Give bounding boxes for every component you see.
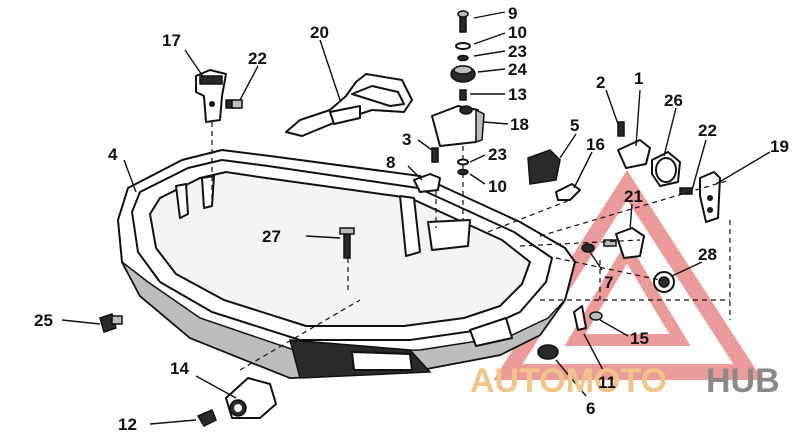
- callout-28: 28: [698, 245, 717, 264]
- callout-3: 3: [402, 130, 411, 149]
- callout-23-mid: 23: [488, 145, 507, 164]
- screw-27: [339, 227, 355, 259]
- callout-13: 13: [508, 85, 527, 104]
- screw-25: [99, 313, 123, 333]
- screw-22-left: [225, 99, 243, 109]
- callout-15: 15: [630, 329, 649, 348]
- parts-15-11-6: [537, 305, 603, 360]
- watermark-text-hub: HUB: [706, 362, 780, 400]
- callout-19: 19: [770, 137, 789, 156]
- callout-14: 14: [170, 359, 189, 378]
- shift-lever: [285, 73, 413, 137]
- callout-10-mid: 10: [488, 177, 507, 196]
- callout-21: 21: [624, 187, 643, 206]
- watermark-logo: AUTOMOTO HUB: [470, 362, 780, 400]
- callout-27: 27: [262, 227, 281, 246]
- screw-3-clip-8: [413, 147, 441, 193]
- callout-7: 7: [604, 273, 613, 292]
- callout-22-left: 22: [248, 49, 267, 68]
- callout-10-top: 10: [508, 23, 527, 42]
- callout-17: 17: [162, 31, 181, 50]
- callout-18: 18: [510, 115, 529, 134]
- callout-labels: 9 10 23 24 13 18 23 10 3 8 17 22 20 4 27…: [34, 4, 789, 434]
- callout-25: 25: [34, 311, 53, 330]
- bracket-14: [196, 377, 277, 427]
- callout-20: 20: [310, 23, 329, 42]
- assembly-lines: [211, 122, 731, 371]
- callout-2: 2: [596, 73, 605, 92]
- lower-cowl: [117, 149, 576, 379]
- grommet-28: [653, 271, 675, 293]
- bracket-17: [195, 69, 227, 123]
- callout-22-right: 22: [698, 121, 717, 140]
- callout-16: 16: [586, 135, 605, 154]
- callout-1: 1: [634, 69, 643, 88]
- watermark-text-automoto: AUTOMOTO: [470, 362, 667, 400]
- callout-4: 4: [108, 145, 118, 164]
- part-1-2-26: [617, 121, 681, 187]
- mount-stack: [431, 10, 485, 176]
- callout-9: 9: [508, 4, 517, 23]
- callout-12: 12: [118, 415, 137, 434]
- part-5-16: [527, 149, 581, 201]
- callout-11: 11: [598, 373, 616, 392]
- bracket-19: [679, 171, 721, 223]
- callout-26: 26: [664, 91, 683, 110]
- leader-lines: [61, 11, 771, 425]
- callout-23-top: 23: [508, 42, 527, 61]
- callout-6: 6: [586, 399, 595, 418]
- callout-8: 8: [386, 153, 395, 172]
- callout-24: 24: [508, 60, 527, 79]
- latch-21: [581, 227, 645, 259]
- callout-5: 5: [570, 116, 579, 135]
